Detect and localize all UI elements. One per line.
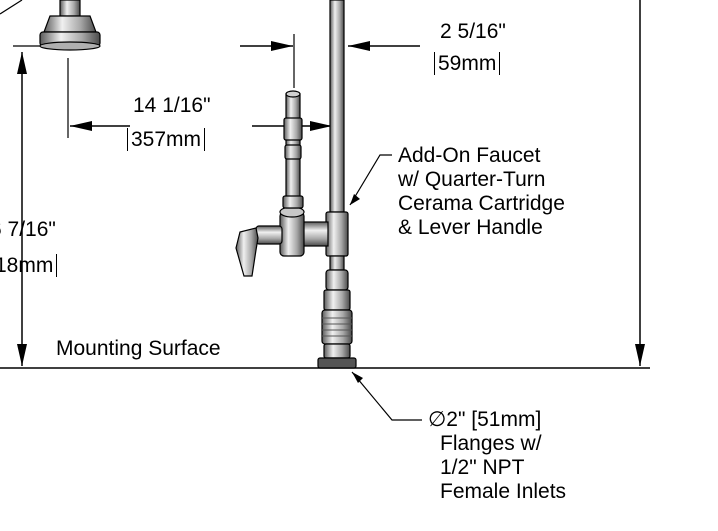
right-height-dimension-line xyxy=(635,0,645,366)
faucet-callout-line-3: Cerama Cartridge xyxy=(398,192,565,215)
flange-callout-leader xyxy=(351,371,422,421)
reach-dimension-line xyxy=(70,121,332,131)
flange xyxy=(317,357,357,369)
upper-offset-metric: 59mm xyxy=(434,52,501,76)
flange-callout-line-2: Flanges w/ xyxy=(440,432,542,455)
flange-callout-line-4: Female Inlets xyxy=(440,480,567,503)
faucet-callout-line-4: & Lever Handle xyxy=(398,216,543,239)
valve-body xyxy=(321,309,353,345)
reach-metric: 357mm xyxy=(127,128,206,152)
height-dimension-line xyxy=(17,52,27,366)
faucet-callout-line-1: Add-On Faucet xyxy=(398,144,541,167)
riser-pipe xyxy=(329,0,345,213)
upper-offset-imperial: 2 5/16" xyxy=(440,20,506,43)
reach-imperial: 14 1/16" xyxy=(133,94,211,117)
tee-fitting xyxy=(325,211,349,257)
upper-offset-dimension-line xyxy=(348,41,420,51)
faucet-callout-leader xyxy=(349,154,392,206)
spout-dimension-line xyxy=(240,34,295,88)
faucet-callout-line-2: w/ Quarter-Turn xyxy=(398,168,546,191)
flange-callout-line-3: 1/2" NPT xyxy=(440,456,525,479)
mounting-surface-label: Mounting Surface xyxy=(56,337,221,360)
flange-callout-line-1: ∅2" [51mm] xyxy=(428,408,542,431)
height-imperial: 6 7/16" xyxy=(0,218,56,241)
lever-handle xyxy=(235,227,259,277)
faucet-body xyxy=(279,211,305,257)
upper-fixture xyxy=(0,0,101,51)
height-metric: 18mm xyxy=(0,254,58,278)
cartridge xyxy=(255,225,283,245)
